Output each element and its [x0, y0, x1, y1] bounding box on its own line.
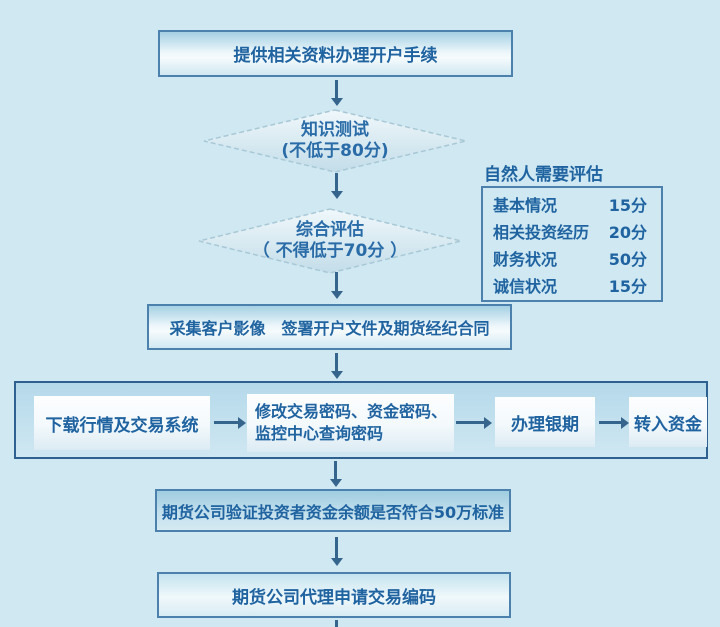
- assessment-label: 基本情况: [493, 195, 558, 215]
- diamond-knowledge-test-text: 知识测试 (不低于80分): [202, 109, 468, 173]
- arrow-down-1: [335, 80, 338, 98]
- assessment-score: 15分: [608, 195, 647, 215]
- passwords-line1: 修改交易密码、资金密码、: [255, 402, 448, 421]
- table-row: 财务状况 50分: [483, 244, 661, 271]
- process-strip: 下载行情及交易系统 修改交易密码、资金密码、 监控中心查询密码 办理银期 转入资…: [14, 381, 708, 459]
- assessment-label: 相关投资经历: [493, 222, 590, 242]
- assessment-score: 15分: [608, 276, 647, 296]
- step-download-system: 下载行情及交易系统: [34, 396, 210, 450]
- flow-box-capture-sign: 采集客户影像 签署开户文件及期货经纪合同: [147, 304, 512, 350]
- arrow-down-5: [334, 461, 337, 479]
- assessment-label: 诚信状况: [493, 276, 558, 296]
- diamond-knowledge-test: 知识测试 (不低于80分): [202, 109, 468, 173]
- flow-box-provide-docs: 提供相关资料办理开户手续: [158, 30, 513, 77]
- assessment-score: 20分: [608, 222, 647, 242]
- flow-box-apply-code: 期货公司代理申请交易编码: [157, 572, 511, 618]
- arrow-down-stub: [335, 620, 338, 627]
- flow-box-verify-funds: 期货公司验证投资者资金余额是否符合50万标准: [155, 489, 511, 532]
- diamond-evaluation: 综合评估 （ 不得低于70分 ）: [197, 208, 463, 274]
- diamond-shape: [198, 208, 462, 274]
- table-row: 相关投资经历 20分: [483, 217, 661, 244]
- assessment-panel-table: 基本情况 15分 相关投资经历 20分 财务状况 50分 诚信状况 15分: [481, 186, 663, 302]
- assessment-panel-title: 自然人需要评估: [484, 165, 603, 185]
- step-modify-passwords: 修改交易密码、资金密码、 监控中心查询密码: [247, 394, 454, 452]
- step-bank-futures: 办理银期: [495, 397, 595, 447]
- knowledge-test-line1: 知识测试: [301, 120, 369, 140]
- arrow-down-4: [335, 353, 338, 371]
- passwords-line2: 监控中心查询密码: [255, 424, 384, 443]
- evaluation-line1: 综合评估: [296, 220, 364, 240]
- knowledge-test-line2: (不低于80分): [281, 141, 389, 161]
- arrow-down-6: [335, 537, 338, 558]
- step-transfer-funds: 转入资金: [629, 397, 707, 447]
- arrow-right-1: [214, 421, 238, 424]
- arrow-down-2: [335, 173, 338, 191]
- arrow-right-3: [599, 421, 621, 424]
- arrow-down-3: [335, 272, 338, 291]
- evaluation-line2: （ 不得低于70分 ）: [252, 241, 408, 261]
- arrow-right-2: [456, 421, 484, 424]
- assessment-score: 50分: [608, 249, 647, 269]
- assessment-label: 财务状况: [493, 249, 558, 269]
- diamond-shape: [203, 109, 467, 173]
- table-row: 诚信状况 15分: [483, 271, 661, 298]
- table-row: 基本情况 15分: [483, 190, 661, 217]
- diamond-evaluation-text: 综合评估 （ 不得低于70分 ）: [197, 208, 463, 274]
